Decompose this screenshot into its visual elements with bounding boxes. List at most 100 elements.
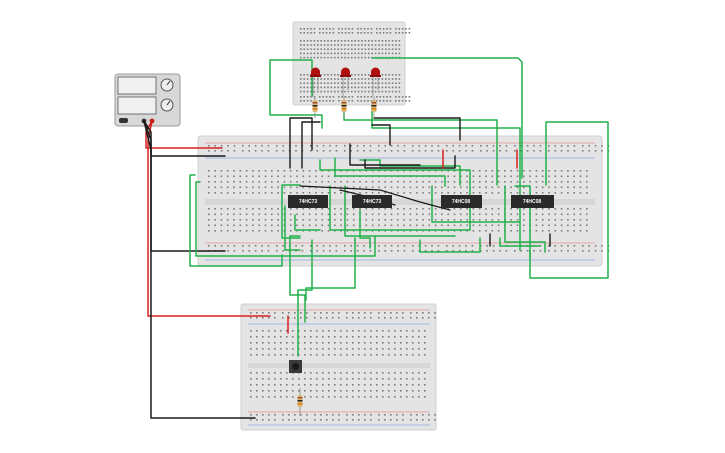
breadboard-hole [390,208,393,210]
breadboard-hole [586,219,588,221]
breadboard-hole [352,170,355,172]
chip-4[interactable]: 74HC08 [511,195,554,208]
breadboard-hole [310,372,312,374]
breadboard-hole [403,170,405,172]
breadboard-hole [428,208,431,210]
breadboard-hole [376,330,378,332]
breadboard-hole [376,100,378,102]
breadboard-hole [344,245,346,247]
power-supply[interactable] [114,73,181,127]
breadboard-hole [334,396,336,398]
breadboard-hole [378,245,380,247]
breadboard-hole [208,245,210,247]
resistor-4[interactable] [297,388,303,416]
breadboard-hole [384,419,386,421]
breadboard-hole [422,186,424,189]
breadboard-hole [329,96,331,98]
breadboard-hole [364,384,366,386]
led-2[interactable] [340,67,351,97]
breadboard-hole [233,181,235,183]
breadboard-hole [274,348,276,350]
breadboard-hole [357,40,360,42]
breadboard-hole [403,208,405,210]
breadboard-hole [320,414,322,416]
breadboard-hole [306,96,309,98]
breadboard-hole [554,181,557,183]
breadboard-hole [296,208,298,210]
breadboard-hole [431,250,433,252]
breadboard-hole [352,414,354,416]
breadboard-hole [344,82,346,84]
breadboard-hole [424,372,426,374]
resistor-2[interactable] [341,96,347,118]
breadboard-hole [358,390,360,392]
breadboard-hole [233,213,235,216]
breadboard-hole [408,28,411,30]
breadboard-hole [384,186,386,189]
breadboard-hole [264,224,267,227]
breadboard-hole [382,396,384,398]
breadboard-hole [359,208,361,210]
voltage-display [117,76,157,95]
breadboard-hole [354,48,356,50]
breadboard-hole [397,145,399,147]
chip-1[interactable]: 74HC73 [288,195,328,208]
breadboard-hole [310,32,312,34]
breadboard-hole [316,384,318,386]
breadboard-hole [364,390,366,392]
led-3[interactable] [370,67,381,97]
breadboard-hole [264,181,267,183]
breadboard-hole [412,348,414,350]
breadboard-hole [388,44,390,46]
breadboard-hole [334,354,336,356]
breadboard-hole [348,32,350,34]
breadboard-hole [334,330,336,332]
breadboard-hole [208,175,210,178]
breadboard-hole [274,384,276,386]
breadboard-hole [370,342,372,344]
breadboard-hole [573,170,575,172]
breadboard-hole [295,245,297,247]
breadboard-hole [371,82,373,84]
breadboard-hole [310,28,312,30]
breadboard-hole [354,78,356,80]
breadboard-hole [579,208,582,210]
breadboard-hole [560,230,563,232]
breadboard-hole [220,230,223,232]
breadboard-hole [363,250,365,252]
breadboard-hole [560,213,563,216]
breadboard-hole [256,396,258,398]
resistor-3[interactable] [371,96,377,118]
breadboard-hole [347,48,350,50]
bottom-breadboard[interactable] [240,303,437,431]
breadboard-hole [316,378,318,380]
pushbutton[interactable] [289,360,302,373]
led-1[interactable] [310,67,321,97]
resistor-1[interactable] [312,96,318,118]
breadboard-hole [535,170,538,172]
top-breadboard[interactable] [292,21,411,106]
breadboard-hole [385,48,387,50]
breadboard-hole [363,145,365,147]
power-switch[interactable] [119,118,128,123]
breadboard-hole [356,245,359,247]
breadboard-hole [378,414,380,416]
breadboard-hole [390,186,393,189]
breadboard-hole [548,145,550,147]
breadboard-hole [371,213,374,216]
breadboard-hole [370,32,373,34]
breadboard-hole [395,28,397,30]
breadboard-hole [286,348,288,350]
main-breadboard[interactable] [197,135,610,267]
breadboard-hole [401,100,404,102]
breadboard-hole [403,219,405,221]
chip-2[interactable]: 74HC73 [352,195,392,208]
breadboard-hole [329,100,331,102]
breadboard-hole [394,384,396,386]
breadboard-hole [472,213,475,216]
breadboard-hole [364,348,366,350]
breadboard-hole [486,245,488,247]
breadboard-hole [376,390,378,392]
chip-3[interactable]: 74HC08 [441,195,482,208]
breadboard-hole [303,78,305,80]
